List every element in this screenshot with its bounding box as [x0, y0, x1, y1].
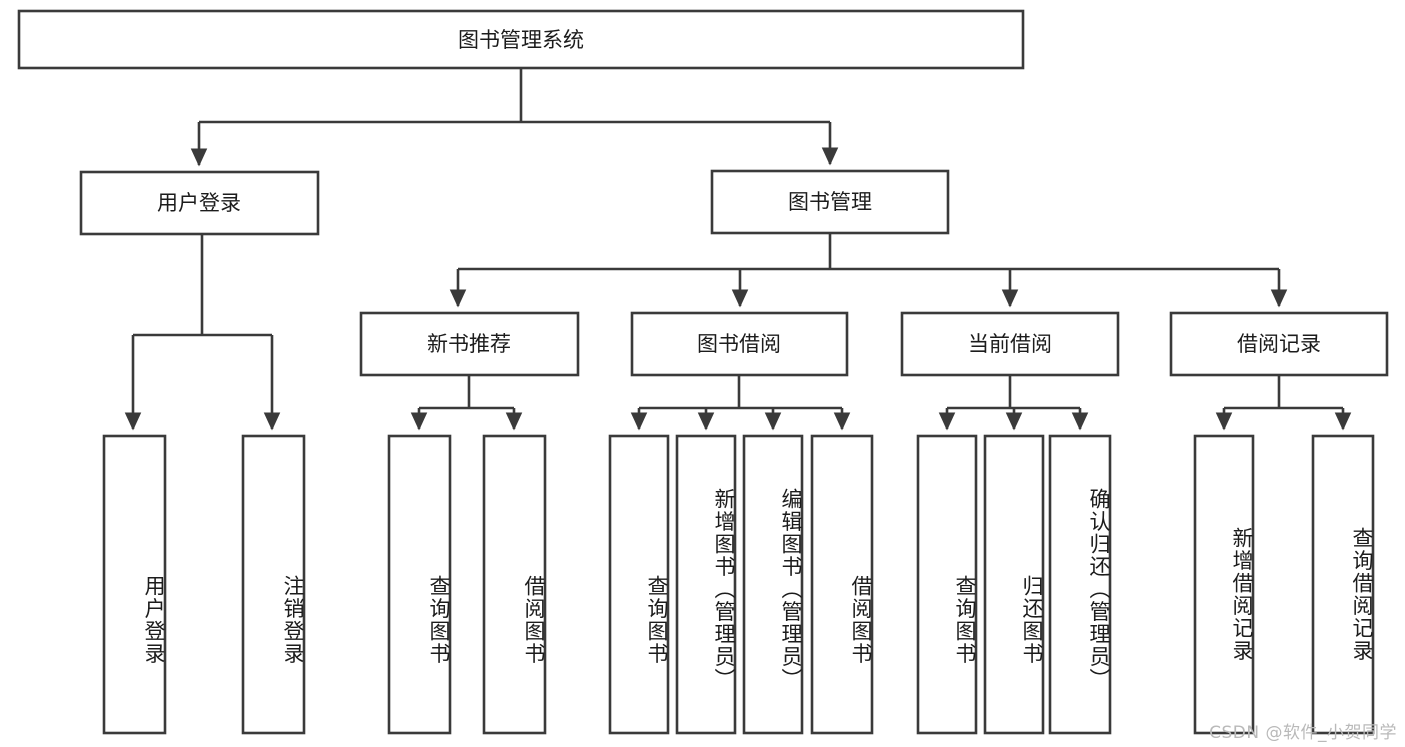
node-borrow-record-label: 借阅记录	[1237, 332, 1321, 356]
node-leaf-query-book-2-label: 查询图书	[645, 574, 669, 665]
node-leaf-user-login-label: 用户登录	[142, 574, 166, 665]
node-book-borrow-box[interactable]	[630, 311, 849, 377]
edge-root-to-level2	[190, 68, 839, 167]
node-leaf-query-record-box[interactable]	[1311, 434, 1375, 735]
node-leaf-logout-box[interactable]	[241, 434, 306, 735]
node-borrow-record-box[interactable]	[1169, 311, 1389, 377]
edge-newbook-to-leaves	[410, 375, 523, 431]
node-leaf-edit-book-label: 编辑图书（管理员）	[779, 487, 803, 691]
node-root-box[interactable]	[17, 9, 1025, 70]
node-leaf-add-book-label: 新增图书（管理员）	[712, 487, 736, 691]
node-leaf-confirm-return-label: 确认归还（管理员）	[1087, 487, 1111, 691]
node-leaf-borrow-book-2-label: 借阅图书	[849, 574, 873, 665]
csdn-watermark: CSDN @软件_小贺同学	[1209, 723, 1397, 743]
node-leaf-borrow-book-1-label: 借阅图书	[522, 574, 546, 665]
node-leaf-borrow-book-2-box[interactable]	[810, 434, 874, 735]
node-book-borrow-label: 图书借阅	[697, 332, 781, 356]
node-new-book-recommend-label: 新书推荐	[427, 332, 511, 356]
edge-bookborrow-to-leaves	[630, 375, 851, 431]
edge-bookmgmt-to-level3	[449, 233, 1288, 308]
node-current-borrow-box[interactable]	[900, 311, 1120, 377]
node-book-management-box[interactable]	[710, 169, 950, 235]
node-new-book-recommend-box[interactable]	[359, 311, 580, 377]
node-leaf-logout-label: 注销登录	[281, 574, 305, 665]
node-leaf-edit-book-box[interactable]	[742, 434, 804, 735]
node-book-management-label: 图书管理	[788, 190, 872, 214]
node-leaf-borrow-book-1-box[interactable]	[482, 434, 547, 735]
edge-userlogin-to-leaves	[124, 234, 281, 431]
node-root-label: 图书管理系统	[458, 28, 584, 52]
node-leaf-add-record-box[interactable]	[1193, 434, 1255, 735]
edge-currentborrow-to-leaves	[938, 375, 1089, 431]
node-leaf-return-book-label: 归还图书	[1020, 574, 1044, 665]
node-user-login-box[interactable]	[79, 170, 320, 236]
node-user-login-label: 用户登录	[157, 191, 241, 215]
node-leaf-query-book-3-label: 查询图书	[953, 574, 977, 665]
node-leaf-return-book-box[interactable]	[983, 434, 1045, 735]
node-leaf-add-record-label: 新增借阅记录	[1230, 526, 1254, 662]
node-leaf-query-book-1-box[interactable]	[387, 434, 452, 735]
node-leaf-query-book-3-box[interactable]	[916, 434, 978, 735]
node-leaf-confirm-return-box[interactable]	[1048, 434, 1112, 735]
node-leaf-user-login-box[interactable]	[102, 434, 167, 735]
node-current-borrow-label: 当前借阅	[968, 332, 1052, 356]
edge-borrowrecord-to-leaves	[1215, 375, 1352, 431]
node-leaf-query-book-1-label: 查询图书	[427, 574, 451, 665]
node-leaf-query-book-2-box[interactable]	[608, 434, 670, 735]
node-leaf-query-record-label: 查询借阅记录	[1350, 526, 1374, 662]
node-leaf-add-book-box[interactable]	[675, 434, 737, 735]
